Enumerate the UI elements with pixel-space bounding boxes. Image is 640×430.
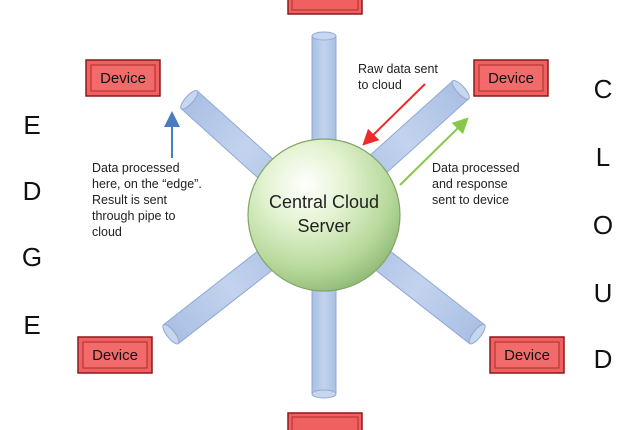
device-upper-left[interactable]: Device — [85, 59, 161, 97]
note-line: here, on the “edge”. — [92, 177, 202, 191]
note-line: Data processed — [432, 161, 520, 175]
hub-label-line2: Server — [297, 216, 350, 236]
devices: Device Device Device Device — [77, 0, 565, 430]
hub-label-line1: Central Cloud — [269, 192, 379, 212]
device-lower-right[interactable]: Device — [489, 336, 565, 374]
edge-vertical-label: E D G E — [22, 110, 42, 340]
device-top[interactable] — [287, 0, 363, 15]
note-line: sent to device — [432, 193, 509, 207]
note-line: cloud — [92, 225, 122, 239]
raw-data-arrow — [362, 83, 426, 146]
edge-letter: D — [23, 176, 42, 206]
note-response: Data processed and response sent to devi… — [432, 161, 520, 207]
edge-letter: G — [22, 242, 42, 272]
note-line: Data processed — [92, 161, 180, 175]
note-raw-data: Raw data sent to cloud — [358, 62, 438, 92]
device-lower-left[interactable]: Device — [77, 336, 153, 374]
cloud-letter: D — [594, 344, 613, 374]
note-line: Result is sent — [92, 193, 168, 207]
response-arrow — [399, 117, 469, 186]
central-cloud-server: Central Cloud Server — [247, 138, 401, 292]
arrows — [164, 83, 469, 186]
note-line: Raw data sent — [358, 62, 438, 76]
cloud-letter: L — [596, 142, 610, 172]
cloud-letter: U — [594, 278, 613, 308]
cloud-letter: C — [594, 74, 613, 104]
device-label: Device — [92, 347, 138, 364]
device-upper-right[interactable]: Device — [473, 59, 549, 97]
device-label: Device — [504, 347, 550, 364]
cloud-letter: O — [593, 210, 613, 240]
note-line: and response — [432, 177, 508, 191]
edge-letter: E — [23, 310, 40, 340]
cloud-vertical-label: C L O U D — [593, 74, 613, 374]
edge-letter: E — [23, 110, 40, 140]
note-line: to cloud — [358, 78, 402, 92]
device-bottom[interactable] — [287, 412, 363, 430]
device-label: Device — [100, 70, 146, 87]
device-label: Device — [488, 70, 534, 87]
note-line: through pipe to — [92, 209, 175, 223]
note-edge: Data processed here, on the “edge”. Resu… — [92, 161, 202, 239]
